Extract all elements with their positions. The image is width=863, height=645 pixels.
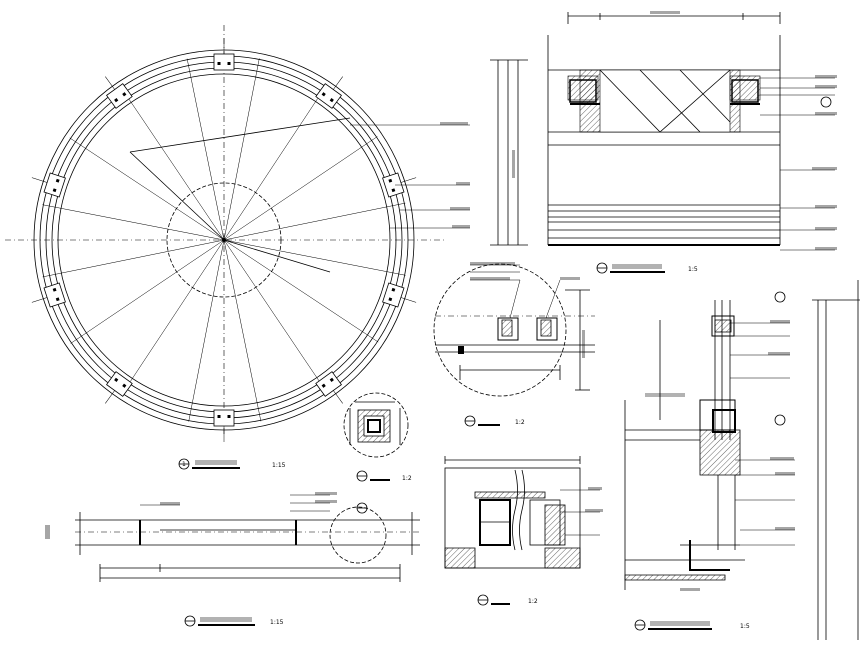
top-elevation-view: 1:5 [490, 11, 837, 274]
plan-spoke [188, 239, 225, 422]
plan-spoke [223, 239, 262, 422]
plan-spoke [223, 239, 379, 343]
bottom-elev-scale: 1:15 [270, 619, 284, 626]
plan-spoke [42, 239, 225, 278]
plan-spoke [69, 137, 225, 241]
plan-scale: 1:15 [272, 462, 286, 469]
large-node-detail: 1:2 [433, 262, 595, 427]
center-section-view: 1:2 [444, 456, 603, 606]
plan-bracket [382, 172, 417, 198]
plan-spoke [223, 136, 378, 241]
plan-spoke [120, 86, 225, 241]
plan-bracket [31, 172, 66, 198]
section-center-scale: 1:2 [528, 598, 538, 605]
plan-bracket [315, 371, 343, 404]
bottom-elevation-strip: 1:15 [45, 492, 420, 627]
plan-spoke [70, 239, 225, 344]
plan-spoke [223, 202, 406, 241]
elevation-scale: 1:5 [688, 266, 698, 273]
plan-bracket [382, 282, 417, 308]
node-large-scale: 1:2 [515, 419, 525, 426]
plan-bracket [315, 76, 343, 109]
plan-marker: 1 [182, 461, 186, 468]
plan-spoke [223, 85, 327, 241]
plan-bracket [31, 282, 66, 308]
plan-spoke [42, 204, 225, 241]
node-small-scale: 1:2 [402, 475, 412, 482]
plan-spoke [223, 239, 328, 394]
plan-bracket [105, 371, 133, 404]
small-node-detail: 1:2 [343, 392, 412, 482]
plan-bracket [213, 38, 235, 71]
plan-spoke [186, 58, 225, 241]
plan-spoke [121, 239, 225, 395]
plan-spoke [223, 58, 260, 241]
detail-right-scale: 1:5 [740, 623, 750, 630]
plan-bracket [105, 76, 133, 109]
circular-plan-view: 1 1:15 [5, 25, 470, 470]
right-section-detail: 1:5 [624, 280, 860, 640]
plan-spoke [223, 239, 406, 276]
plan-bracket [213, 409, 235, 442]
